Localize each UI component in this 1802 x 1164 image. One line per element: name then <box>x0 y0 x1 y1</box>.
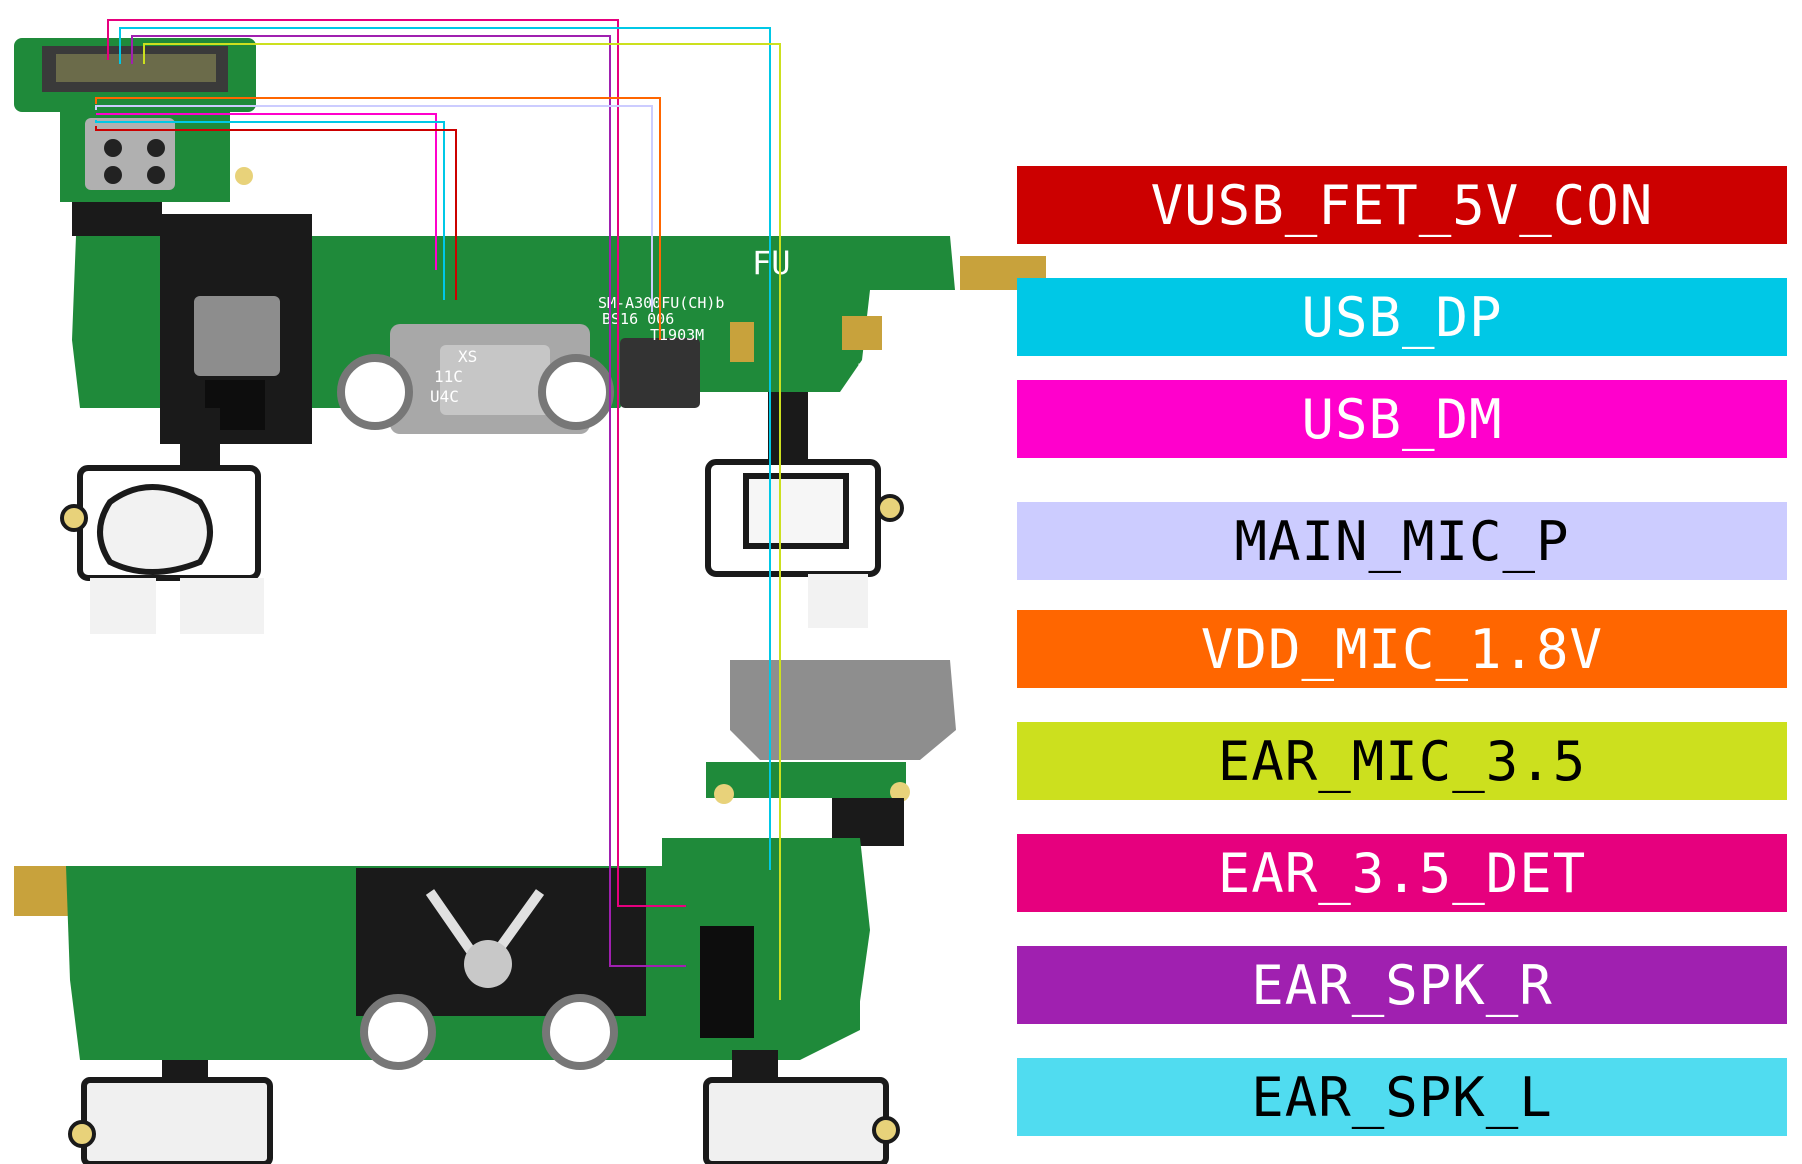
legend-label: MAIN_MIC_P <box>1234 509 1570 573</box>
silkscreen-model: SM-A300FU(CH)b <box>598 294 724 312</box>
legend-label: USB_DM <box>1301 387 1503 451</box>
legend-ear-mic-3-5: EAR_MIC_3.5 <box>1017 722 1787 800</box>
connector-text-3: XS <box>458 347 477 366</box>
silkscreen-fu-2: FU <box>856 361 883 386</box>
legend-ear-3-5-det: EAR_3.5_DET <box>1017 834 1787 912</box>
trace-main-mic <box>95 105 653 312</box>
legend-ear-spk-l: EAR_SPK_L <box>1017 1058 1787 1136</box>
legend-label: VUSB_FET_5V_CON <box>1150 173 1654 237</box>
silkscreen-code: T1903M <box>650 326 704 344</box>
top-flex-board: FU SM-A300FU(CH)b BS16 006 T1903M FU U4C… <box>14 38 1046 634</box>
trace-usb-dm <box>96 113 437 270</box>
trace-vdd-mic <box>95 97 661 340</box>
legend-vusb-fet-5v-con: VUSB_FET_5V_CON <box>1017 166 1787 244</box>
signal-traces <box>95 19 781 1000</box>
silkscreen-fu-1: FU <box>752 244 791 282</box>
legend-main-mic-p: MAIN_MIC_P <box>1017 502 1787 580</box>
legend-ear-spk-r: EAR_SPK_R <box>1017 946 1787 1024</box>
legend-vdd-mic-1-8v: VDD_MIC_1.8V <box>1017 610 1787 688</box>
legend-label: VDD_MIC_1.8V <box>1200 617 1604 681</box>
legend-label: EAR_SPK_L <box>1251 1065 1553 1129</box>
legend-label: EAR_SPK_R <box>1251 953 1553 1017</box>
trace-ear-spk-r <box>131 35 686 967</box>
legend-label: EAR_3.5_DET <box>1217 841 1587 905</box>
legend-usb-dp: USB_DP <box>1017 278 1787 356</box>
legend-label: EAR_MIC_3.5 <box>1217 729 1587 793</box>
legend-label: USB_DP <box>1301 285 1503 349</box>
connector-text-1: U4C <box>430 387 459 406</box>
bottom-flex-board <box>14 660 956 1164</box>
silkscreen-batch: BS16 006 <box>602 310 674 328</box>
legend-usb-dm: USB_DM <box>1017 380 1787 458</box>
trace-vusb <box>95 126 457 300</box>
connector-text-2: 11C <box>434 367 463 386</box>
trace-ear-3-5-det <box>107 19 686 907</box>
trace-usb-dp <box>95 120 445 300</box>
trace-usb-dp-top <box>119 27 771 870</box>
trace-ear-mic <box>143 43 781 1000</box>
